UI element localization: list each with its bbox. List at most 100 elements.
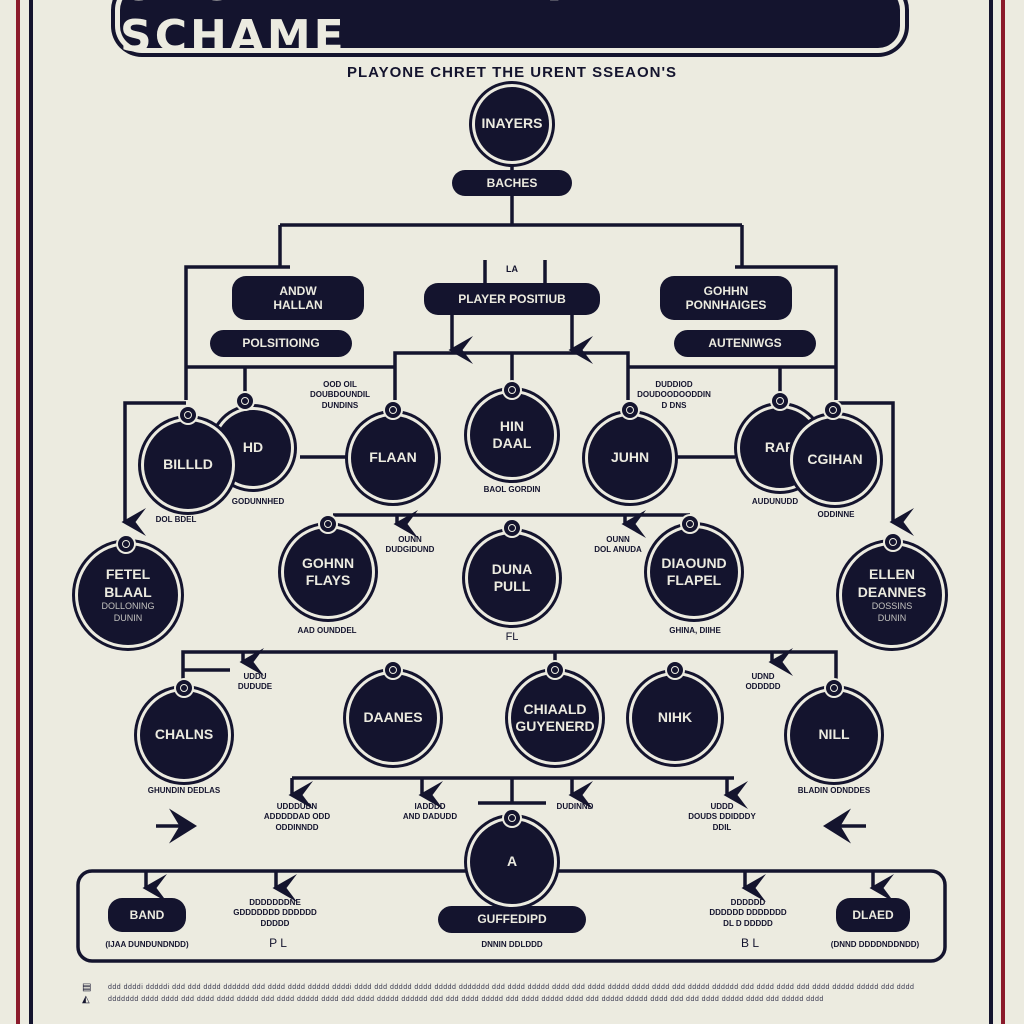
line xyxy=(186,365,836,405)
label: DUDDIOD DOUDOODOODDIN D DNS xyxy=(637,380,711,410)
border-navy-right xyxy=(989,0,993,1024)
badge-icon xyxy=(826,680,842,696)
label: GHINA, DIIHE xyxy=(669,626,721,635)
pill-player-positiub[interactable]: PLAYER POSITIUB xyxy=(424,283,600,315)
border-navy-left xyxy=(29,0,33,1024)
label: (DNND DDDDNDDNDD) xyxy=(830,940,920,949)
badge-icon xyxy=(504,810,520,826)
line xyxy=(292,776,734,805)
node-label: DUNA PULL xyxy=(491,560,533,595)
pill-auteniwgs[interactable]: AUTENIWGS xyxy=(674,330,816,357)
node-gohnn[interactable]: GOHNN FLAYS xyxy=(284,528,372,616)
pill-dlaed[interactable]: DLAED xyxy=(836,898,910,932)
label: OOD OIL DOUBDOUNDIL DUNDINS xyxy=(310,380,370,410)
label: UDND ODDDDD xyxy=(745,672,781,692)
node-label: CGIHAN xyxy=(807,451,863,468)
node-label: FLAAN xyxy=(369,449,417,466)
pill-andw-hallan[interactable]: ANDW HALLAN xyxy=(232,276,364,320)
subtitle: PLAYONE CHRET THE URENT SSEAON'S xyxy=(346,64,678,81)
pill-polsitioing[interactable]: POLSITIOING xyxy=(210,330,352,357)
node-label: JUHN xyxy=(610,449,650,466)
node-diaound[interactable]: DIAOUND FLAPEL xyxy=(650,528,738,616)
node-cghan[interactable]: CGIHAN xyxy=(793,418,877,502)
label: BLADIN ODNDDES xyxy=(797,786,871,795)
document-icon: ▤◭ xyxy=(82,982,92,1005)
node-label: INAYERS xyxy=(481,115,543,132)
label: UDDD DOUDS DDIDDDY DDIL xyxy=(688,802,756,832)
label: DNNIN DDLDDD xyxy=(481,940,543,949)
node-nihk[interactable]: NIHK xyxy=(632,675,718,761)
label: UDDU DUDUDE xyxy=(237,672,273,692)
node-juhn[interactable]: JUHN xyxy=(588,416,672,500)
node-duna[interactable]: DUNA PULL xyxy=(468,534,556,622)
label: IADDDD AND DADUDD xyxy=(402,802,458,822)
node-nill[interactable]: NILL xyxy=(790,691,878,779)
node-label: NIHK xyxy=(657,709,693,726)
label: BAOL GORDIN xyxy=(483,485,541,494)
node-hin-daal[interactable]: HIN DAAL xyxy=(470,393,554,477)
border-red-right xyxy=(1001,0,1005,1024)
node-label: CHALNS xyxy=(154,726,214,743)
line xyxy=(181,650,838,695)
badge-icon xyxy=(504,382,520,398)
node-label: RAR xyxy=(764,439,796,456)
badge-icon xyxy=(622,402,638,418)
node-label: CHIAALD GUYENERD xyxy=(515,700,595,735)
pill-baches[interactable]: BACHES xyxy=(452,170,572,196)
title-banner: ORGANMIIZAZATINAL SCHAME xyxy=(120,0,900,62)
node-label: GOHNN FLAYS xyxy=(301,554,355,589)
label: AAD OUNDDEL xyxy=(297,626,357,635)
label: DUDINND xyxy=(556,802,594,811)
label: P L xyxy=(269,936,287,950)
node-chiaald[interactable]: CHIAALD GUYENERD xyxy=(511,674,599,762)
node-billd[interactable]: BILLLD xyxy=(144,421,232,509)
node-label: A xyxy=(506,853,518,870)
line xyxy=(184,265,838,400)
label: UDDDUDN ADDDDDAD ODD ODDINNDD xyxy=(263,802,331,832)
label: OUNN DUDGIDUND xyxy=(385,535,435,555)
label: GODUNNHED xyxy=(231,497,285,506)
node-chalns[interactable]: CHALNS xyxy=(140,691,228,779)
node-label: DAANES xyxy=(363,709,423,726)
node-label: FETEL BLAAL xyxy=(104,566,152,600)
badge-icon xyxy=(320,516,336,532)
label: B L xyxy=(740,936,760,950)
arrow xyxy=(836,401,914,536)
badge-icon xyxy=(667,662,683,678)
badge-icon xyxy=(237,393,253,409)
page-title: ORGANMIIZAZATINAL SCHAME xyxy=(120,0,697,62)
badge-icon xyxy=(180,407,196,423)
badge-icon xyxy=(547,662,563,678)
node-a[interactable]: A xyxy=(470,820,554,904)
pill-gohhn[interactable]: GOHHN PONNHAIGES xyxy=(660,276,792,320)
node-sub: DUNIN xyxy=(877,612,907,623)
footer-fine-print: ddd ddddi dddddi ddd ddd dddd dddddd ddd… xyxy=(108,984,915,1003)
border-red-left xyxy=(16,0,20,1024)
node-daanes[interactable]: DAANES xyxy=(349,674,437,762)
node-label: NILL xyxy=(818,726,850,743)
label: GHUNDIN DEDLAS xyxy=(147,786,221,795)
badge-icon xyxy=(682,516,698,532)
node-sub: DOLLONING xyxy=(101,601,155,612)
node-sub: DUNIN xyxy=(113,612,143,623)
node-flaan[interactable]: FLAAN xyxy=(351,416,435,500)
line xyxy=(278,162,744,267)
pill-guffedipd[interactable]: GUFFEDIPD xyxy=(438,906,586,933)
badge-icon xyxy=(385,662,401,678)
badge-icon xyxy=(176,680,192,696)
line xyxy=(483,260,547,283)
label: DOL BDEL xyxy=(155,515,197,524)
badge-icon xyxy=(772,393,788,409)
label: DDDDDD DDDDDD DDDDDDD DL D DDDDD xyxy=(709,898,787,928)
label: (IJAA DUNDUNDNDD) xyxy=(105,940,189,949)
pill-band[interactable]: BAND xyxy=(108,898,186,932)
node-label: ELLEN DEANNES xyxy=(857,566,927,600)
node-players[interactable]: INAYERS xyxy=(475,87,549,161)
label: LA xyxy=(506,264,518,274)
label: ODDINNE xyxy=(817,510,855,519)
badge-icon xyxy=(504,520,520,536)
arrow xyxy=(121,401,186,536)
badge-icon xyxy=(385,402,401,418)
